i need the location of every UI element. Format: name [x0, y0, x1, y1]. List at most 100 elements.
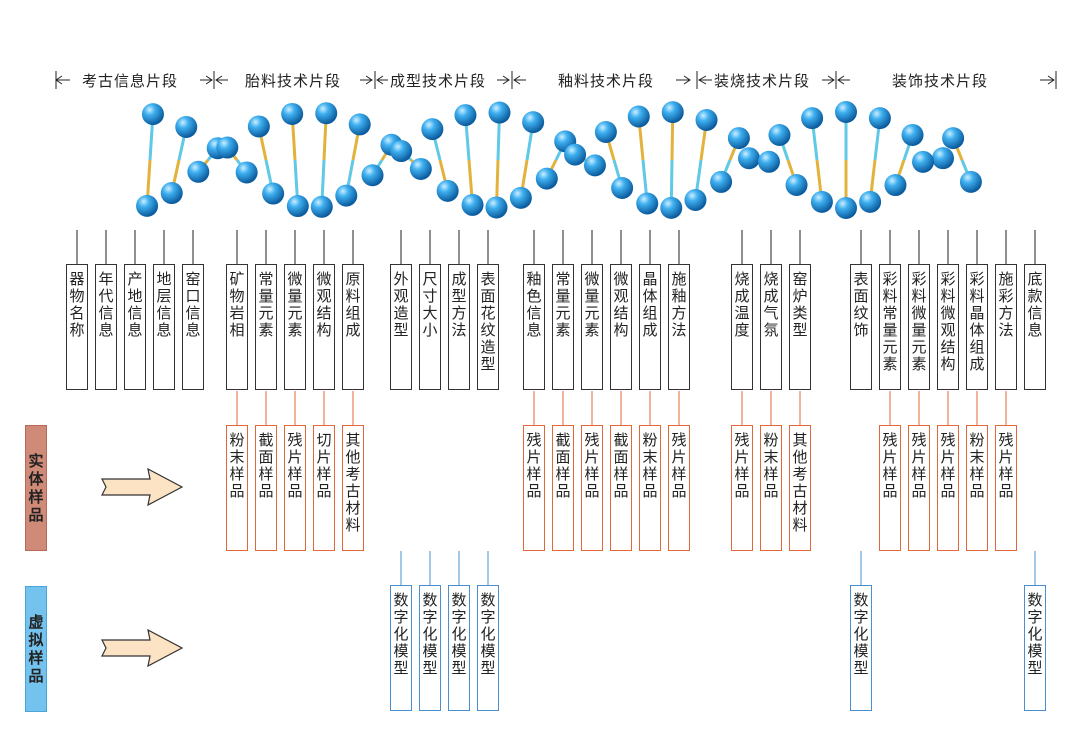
- helix-sphere: [454, 104, 477, 127]
- info-box: 彩料常量元素: [879, 264, 901, 390]
- virtual-sample-box: 数字化模型: [419, 585, 441, 711]
- info-box: 矿物岩相: [226, 264, 248, 390]
- helix-sphere: [488, 101, 511, 124]
- info-box: 彩料微量元素: [908, 264, 930, 390]
- helix-sphere: [535, 167, 558, 190]
- helix-sphere: [727, 127, 750, 150]
- physical-sample-box: 残片样品: [668, 425, 690, 551]
- info-box: 晶体组成: [639, 264, 661, 390]
- helix-sphere: [695, 109, 718, 132]
- helix-sphere: [485, 196, 508, 219]
- helix-sphere: [187, 160, 210, 183]
- segment-forming: 成型技术片段: [388, 70, 489, 91]
- physical-sample-box: 残片样品: [284, 425, 306, 551]
- helix-sphere: [262, 182, 285, 205]
- helix-sphere: [959, 170, 982, 193]
- helix-sphere: [859, 190, 882, 213]
- helix-sphere: [901, 123, 924, 146]
- virtual-sample-box: 数字化模型: [477, 585, 499, 711]
- info-box: 表面花纹造型: [477, 264, 499, 390]
- virtual-sample-box: 数字化模型: [390, 585, 412, 711]
- segment-divider-bar: [55, 71, 1057, 89]
- helix-sphere: [757, 150, 780, 173]
- virtual-sample-label: 虚拟样品: [25, 586, 47, 712]
- physical-sample-box: 截面样品: [255, 425, 277, 551]
- physical-sample-box: 残片样品: [879, 425, 901, 551]
- segment-glaze: 釉料技术片段: [556, 70, 657, 91]
- physical-sample-box: 截面样品: [610, 425, 632, 551]
- helix-sphere: [834, 101, 857, 123]
- physical-sample-box: 残片样品: [995, 425, 1017, 551]
- physical-sample-box: 残片样品: [937, 425, 959, 551]
- physical-sample-box: 粉末样品: [966, 425, 988, 551]
- helix-sphere: [912, 150, 935, 173]
- helix-sphere: [175, 115, 198, 138]
- helix-sphere: [509, 186, 532, 209]
- info-box: 施釉方法: [668, 264, 690, 390]
- info-box: 年代信息: [95, 264, 117, 390]
- info-box: 尺寸大小: [419, 264, 441, 390]
- helix-sphere: [785, 174, 808, 197]
- info-box: 器物名称: [66, 264, 88, 390]
- info-box: 地层信息: [153, 264, 175, 390]
- segment-firing: 装烧技术片段: [712, 70, 813, 91]
- info-box: 彩料晶体组成: [966, 264, 988, 390]
- helix-sphere: [942, 127, 965, 150]
- info-box: 原料组成: [342, 264, 364, 390]
- helix-sphere: [461, 193, 484, 216]
- info-box: 烧成温度: [731, 264, 753, 390]
- physical-sample-box: 残片样品: [908, 425, 930, 551]
- helix-sphere: [611, 177, 634, 200]
- physical-sample-box: 残片样品: [731, 425, 753, 551]
- segment-decoration: 装饰技术片段: [890, 70, 991, 91]
- physical-sample-box: 残片样品: [523, 425, 545, 551]
- helix-sphere: [564, 143, 587, 166]
- physical-sample-box: 粉末样品: [760, 425, 782, 551]
- helix-sphere: [216, 136, 239, 159]
- helix-sphere: [315, 102, 338, 125]
- helix-sphere: [810, 190, 833, 213]
- helix-sphere: [931, 147, 954, 170]
- physical-sample-box: 其他考古材料: [342, 425, 364, 551]
- info-box: 彩料微观结构: [937, 264, 959, 390]
- physical-arrow-icon: [101, 467, 184, 507]
- info-box: 常量元素: [255, 264, 277, 390]
- info-box: 底款信息: [1024, 264, 1046, 390]
- helix-sphere: [281, 102, 304, 125]
- info-box: 外观造型: [390, 264, 412, 390]
- info-box: 微量元素: [284, 264, 306, 390]
- helix-sphere: [884, 174, 907, 197]
- helix-sphere: [684, 188, 707, 211]
- helix-sphere: [660, 196, 683, 219]
- physical-sample-label: 实体样品: [25, 425, 47, 551]
- virtual-sample-box: 数字化模型: [448, 585, 470, 711]
- helix-sphere: [627, 105, 650, 128]
- helix-sphere: [160, 182, 183, 205]
- virtual-sample-box: 数字化模型: [1024, 585, 1046, 711]
- helix-sphere: [594, 120, 617, 143]
- info-box: 微观结构: [610, 264, 632, 390]
- helix-sphere: [738, 147, 761, 170]
- helix-sphere: [710, 170, 733, 193]
- segment-archaeological: 考古信息片段: [80, 70, 181, 91]
- info-box: 微观结构: [313, 264, 335, 390]
- physical-sample-box: 截面样品: [552, 425, 574, 551]
- helix-sphere: [801, 107, 824, 130]
- helix-sphere: [141, 103, 164, 126]
- helix-sphere: [361, 164, 384, 187]
- helix-sphere: [136, 194, 159, 217]
- info-box: 常量元素: [552, 264, 574, 390]
- helix-sphere: [235, 161, 258, 184]
- segment-body: 胎料技术片段: [243, 70, 344, 91]
- physical-sample-box: 粉末样品: [639, 425, 661, 551]
- helix-sphere: [768, 123, 791, 146]
- helix-sphere: [286, 195, 309, 218]
- info-box: 窑炉类型: [789, 264, 811, 390]
- info-box: 表面纹饰: [850, 264, 872, 390]
- helix-sphere: [835, 197, 858, 219]
- helix-sphere: [310, 195, 333, 218]
- physical-sample-box: 残片样品: [581, 425, 603, 551]
- helix-sphere: [522, 111, 545, 134]
